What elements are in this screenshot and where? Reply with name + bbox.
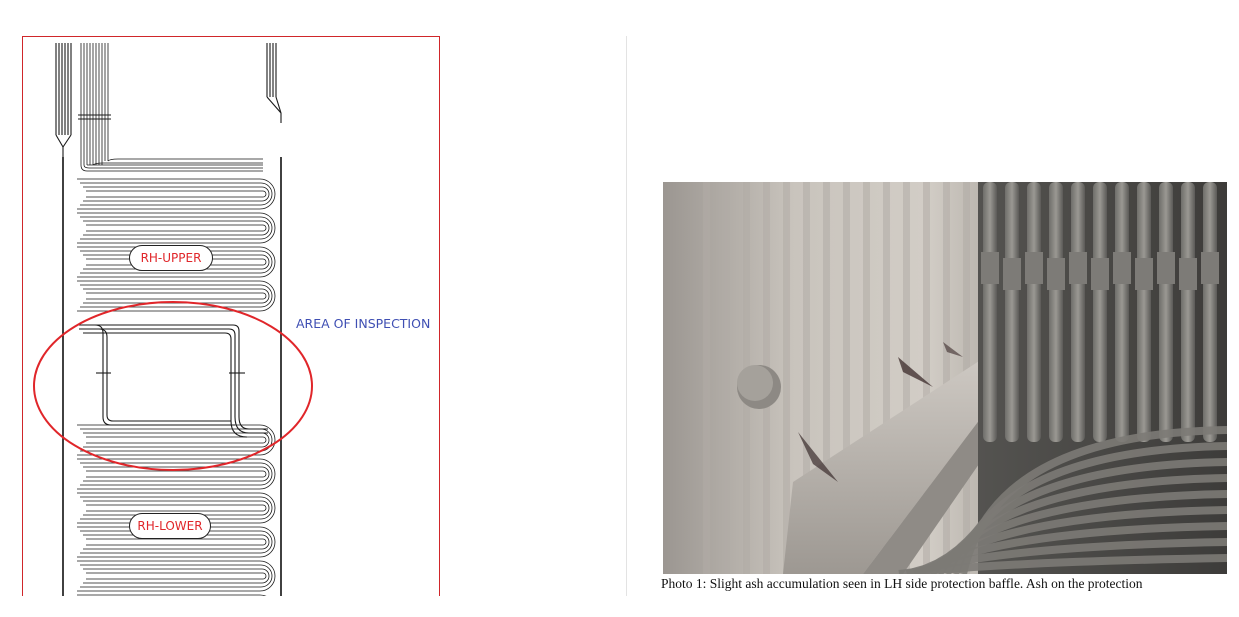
coil-row bbox=[77, 246, 276, 278]
coil-row bbox=[77, 560, 276, 592]
coil-row bbox=[77, 526, 276, 558]
coil-row bbox=[77, 178, 276, 210]
coil-row bbox=[77, 458, 276, 490]
inspection-photo bbox=[663, 182, 1227, 574]
photo-caption: Photo 1: Slight ash accumulation seen in… bbox=[661, 576, 1143, 591]
inspection-loop bbox=[79, 324, 268, 438]
coil-row bbox=[77, 212, 276, 244]
rh-lower-label: RH-LOWER bbox=[129, 513, 211, 539]
coil-row bbox=[77, 492, 276, 524]
riser-bundle bbox=[78, 43, 263, 172]
coil-rows bbox=[77, 178, 276, 596]
area-of-inspection-label: AREA OF INSPECTION bbox=[296, 316, 431, 331]
reheater-diagram: RH-UPPER RH-LOWER bbox=[22, 36, 440, 596]
rh-upper-label: RH-UPPER bbox=[129, 245, 213, 271]
coil-row bbox=[77, 280, 276, 312]
photo-illustration bbox=[663, 182, 1227, 574]
coil-row bbox=[77, 594, 267, 596]
left-inlet-tubes bbox=[55, 43, 72, 162]
coil-drawing bbox=[33, 43, 313, 596]
right-inlet-tubes bbox=[266, 43, 282, 123]
inspection-ellipse bbox=[33, 301, 313, 471]
column-divider bbox=[626, 36, 627, 596]
coil-row bbox=[77, 424, 276, 456]
